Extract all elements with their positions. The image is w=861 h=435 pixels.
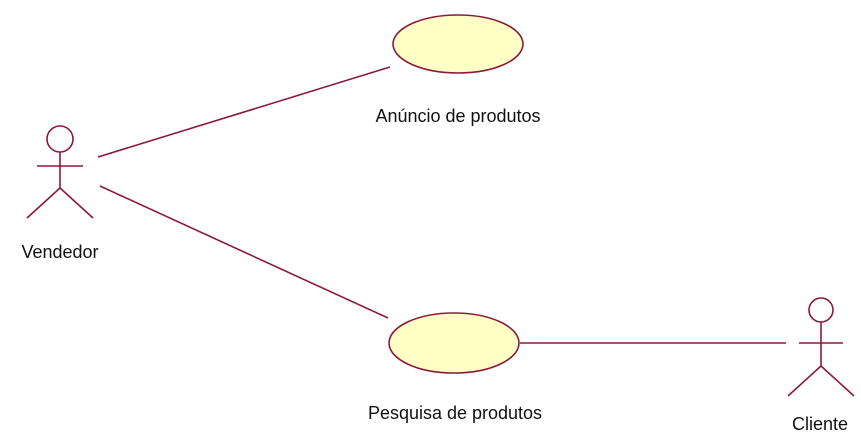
actor-label: Cliente <box>792 414 848 434</box>
stick-figure-icon <box>787 297 855 397</box>
association-vendedor-anuncio <box>97 66 391 158</box>
use-case-label: Anúncio de produtos <box>375 106 540 126</box>
use-case-ellipse <box>392 14 524 74</box>
use-case-pesquisa[interactable]: Pesquisa de produtos <box>368 312 542 423</box>
use-case-anuncio[interactable]: Anúncio de produtos <box>375 14 541 126</box>
actor-vendedor[interactable]: Vendedor <box>21 125 99 262</box>
actor-label: Vendedor <box>21 242 98 262</box>
association-vendedor-pesquisa <box>99 185 389 319</box>
stick-figure-icon <box>26 125 94 219</box>
use-case-label: Pesquisa de produtos <box>368 403 542 423</box>
use-case-ellipse <box>388 312 520 374</box>
actor-cliente[interactable]: Cliente <box>787 297 855 434</box>
